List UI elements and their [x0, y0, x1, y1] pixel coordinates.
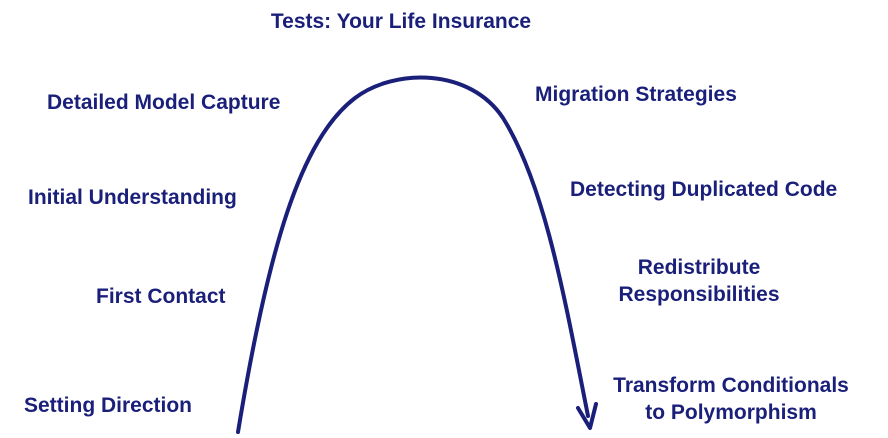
label-setting-direction: Setting Direction	[24, 394, 193, 417]
label-line: to Polymorphism	[645, 401, 817, 424]
label-transform-conditionals: Transform Conditionals to Polymorphism	[598, 372, 864, 426]
label-first-contact: First Contact	[96, 285, 226, 308]
arrowhead	[576, 402, 598, 430]
label-line: Responsibilities	[618, 283, 780, 306]
label-line: Redistribute	[637, 256, 761, 279]
label-initial-understanding: Initial Understanding	[28, 186, 237, 209]
diagram-title: Tests: Your Life Insurance	[270, 10, 532, 33]
label-redistribute-responsibilities: Redistribute Responsibilities	[604, 254, 794, 308]
label-detecting-duplicated-code: Detecting Duplicated Code	[570, 178, 838, 201]
label-migration-strategies: Migration Strategies	[535, 83, 737, 106]
reengineering-arc	[236, 75, 590, 434]
label-line: Transform Conditionals	[613, 374, 849, 397]
label-detailed-model-capture: Detailed Model Capture	[47, 91, 281, 114]
